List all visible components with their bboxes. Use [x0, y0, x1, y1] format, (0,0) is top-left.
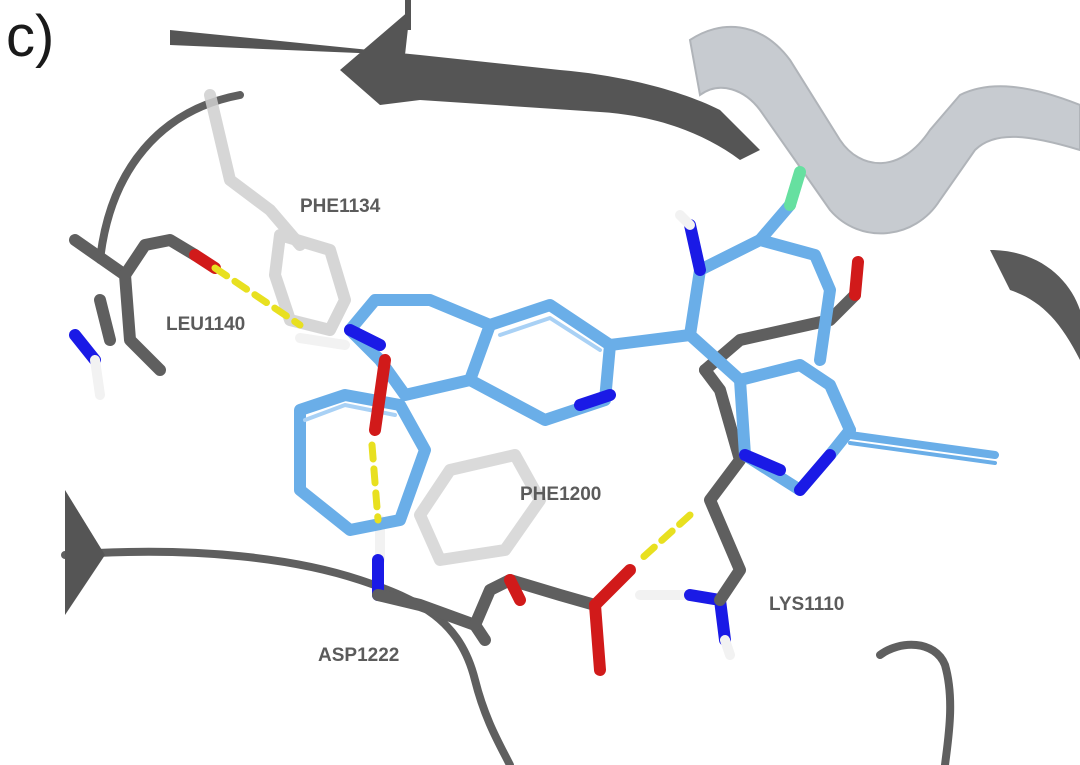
- backbone-loops: [61, 91, 955, 765]
- hydrogen-bonds: [211, 264, 694, 564]
- hbond-lys1110: [636, 511, 694, 564]
- helix-ribbon-light: [688, 25, 1080, 360]
- backbone-arrowhead: [65, 490, 105, 615]
- residue-label-leu1140: LEU1140: [166, 314, 246, 335]
- residue-label-phe1134: PHE1134: [300, 196, 381, 217]
- residue-label-phe1200: PHE1200: [520, 484, 602, 505]
- ligand: [294, 166, 999, 536]
- panel-label: c): [6, 4, 55, 69]
- beta-strand-arrow: [170, 0, 760, 160]
- hbond-leu1140: [211, 264, 304, 329]
- asp1222-residue: [372, 515, 636, 676]
- residue-label-lys1110: LYS1110: [769, 594, 845, 615]
- lys1110-residue: [635, 256, 864, 660]
- phe1200-sidechain: [414, 449, 546, 566]
- phe1134-sidechain: [204, 89, 351, 336]
- hbond-asp1222: [368, 441, 382, 524]
- residue-label-asp1222: ASP1222: [318, 645, 400, 666]
- leu1140-residue: [69, 234, 221, 400]
